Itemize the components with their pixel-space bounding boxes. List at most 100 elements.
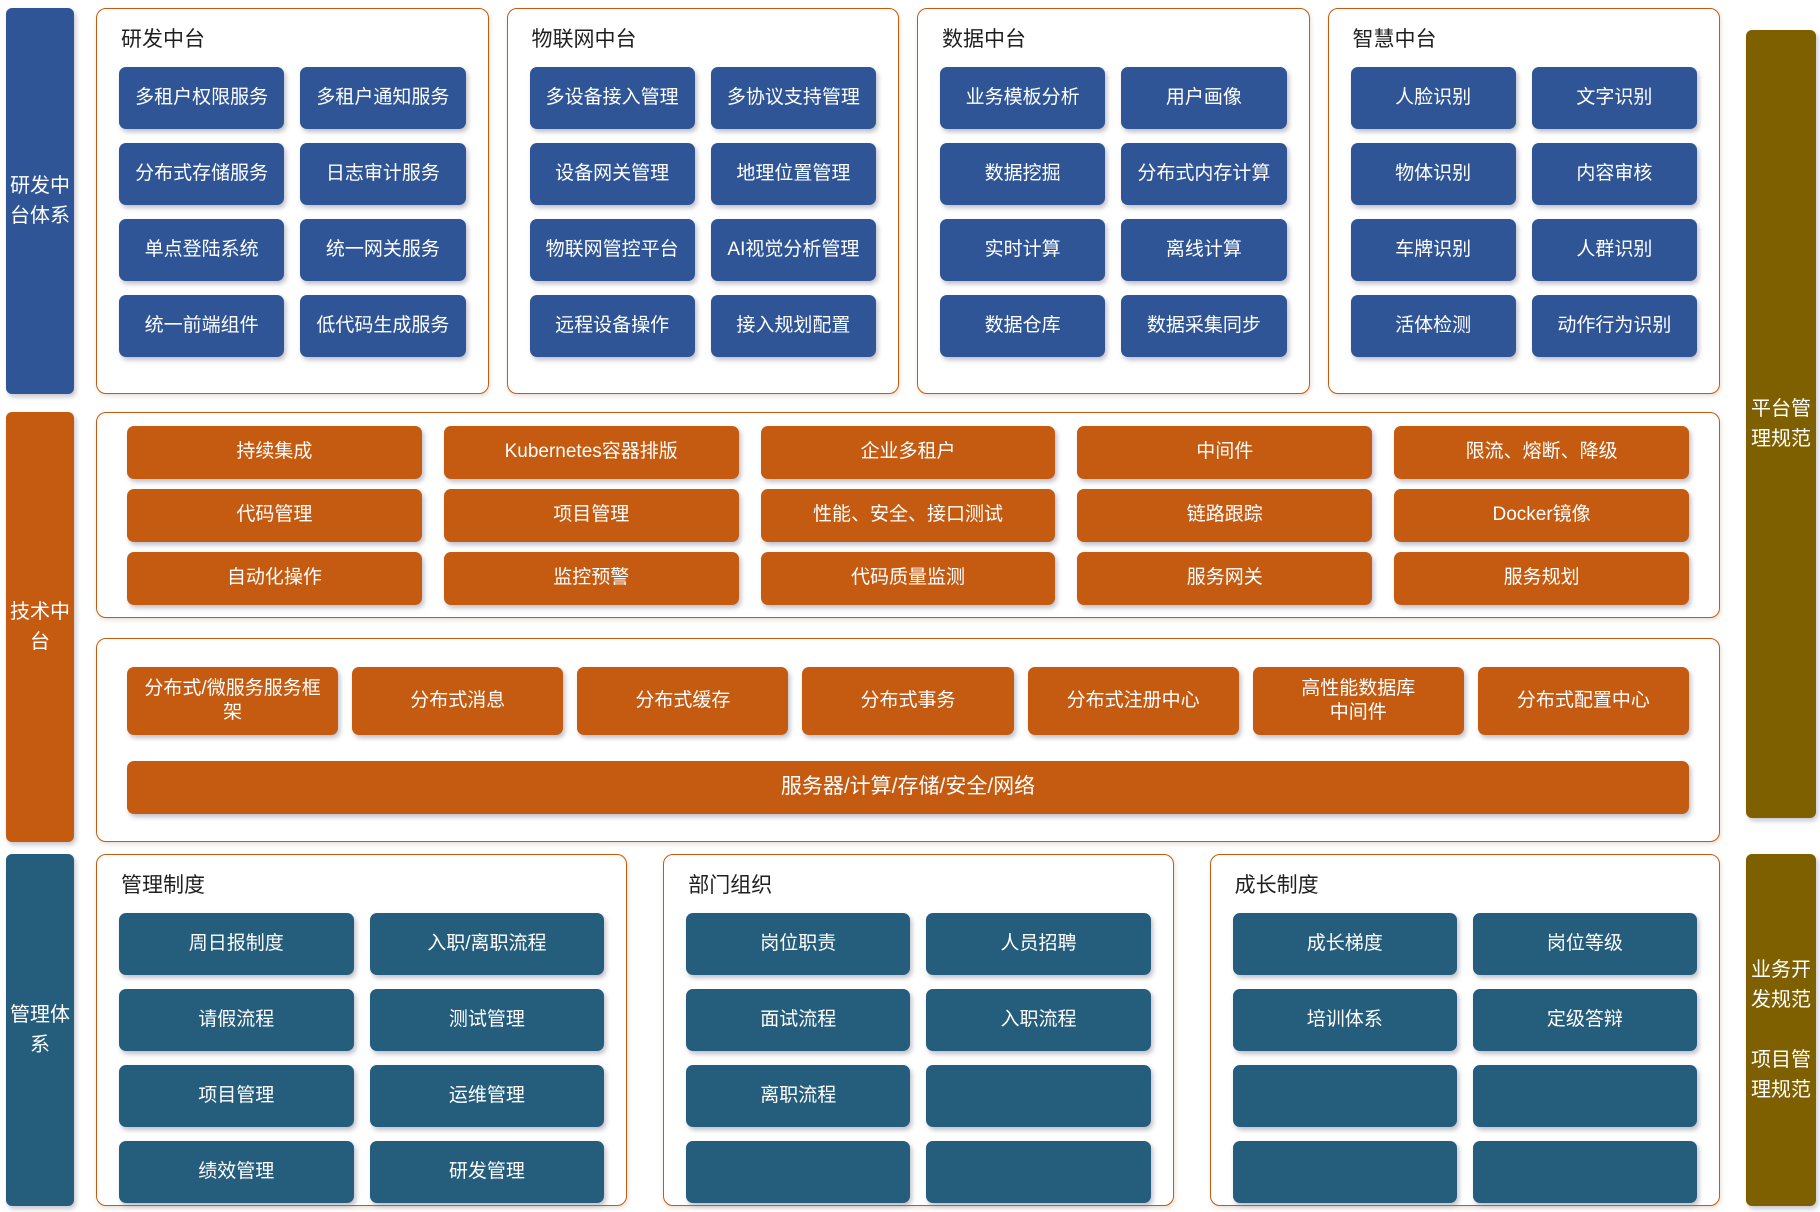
node: 持续集成	[127, 425, 422, 479]
rail-tech-platform: 技术中台	[6, 412, 74, 842]
node-empty	[1472, 1141, 1698, 1203]
rail-label: 管理体系	[10, 1004, 70, 1056]
node: 单点登陆系统	[119, 219, 285, 281]
node: 性能、安全、接口测试	[760, 488, 1056, 542]
node: 多租户权限服务	[119, 67, 285, 129]
node: 日志审计服务	[300, 143, 466, 205]
panel-title: 物联网中台	[531, 28, 637, 51]
node: 分布式事务	[802, 666, 1014, 735]
node-empty	[1232, 1065, 1457, 1127]
node: 远程设备操作	[529, 295, 695, 357]
node-server-bar: 服务器/计算/存储/安全/网络	[127, 760, 1689, 814]
node: 分布式注册中心	[1027, 666, 1239, 735]
node: 活体检测	[1350, 295, 1516, 357]
tech-platform-band-2: 分布式/微服务服务框架 分布式消息 分布式缓存 分布式事务 分布式注册中心 高性…	[96, 638, 1720, 842]
node: 成长梯度	[1232, 913, 1457, 975]
node: Kubernetes容器排版	[443, 425, 739, 479]
panel-infrastructure: 分布式/微服务服务框架 分布式消息 分布式缓存 分布式事务 分布式注册中心 高性…	[96, 638, 1720, 842]
node-empty	[1232, 1141, 1457, 1203]
node: 分布式内存计算	[1121, 143, 1287, 205]
node: 多设备接入管理	[529, 67, 695, 129]
button-grid: 多设备接入管理 多协议支持管理 设备网关管理 地理位置管理 物联网管控平台 AI…	[529, 67, 876, 357]
node: 数据采集同步	[1121, 295, 1287, 357]
node: 物联网管控平台	[529, 219, 695, 281]
node: 统一网关服务	[300, 219, 466, 281]
node: 实时计算	[940, 219, 1106, 281]
node-empty	[926, 1065, 1151, 1127]
rail-label: 技术中台	[10, 601, 70, 653]
node: 定级答辩	[1472, 989, 1698, 1051]
node: 绩效管理	[119, 1141, 354, 1203]
node: 离线计算	[1121, 219, 1287, 281]
panel-data-platform: 数据中台 业务模板分析 用户画像 数据挖掘 分布式内存计算 实时计算 离线计算 …	[917, 8, 1310, 394]
top-platform-band: 研发中台 多租户权限服务 多租户通知服务 分布式存储服务 日志审计服务 单点登陆…	[96, 8, 1720, 394]
node: 运维管理	[369, 1065, 605, 1127]
node: Docker镜像	[1394, 488, 1689, 542]
panel-title: 成长制度	[1234, 874, 1319, 897]
node: 人脸识别	[1350, 67, 1516, 129]
button-grid: 人脸识别 文字识别 物体识别 内容审核 车牌识别 人群识别 活体检测 动作行为识…	[1350, 67, 1697, 357]
panel-title: 管理制度	[121, 874, 205, 897]
node: 项目管理	[443, 488, 739, 542]
node-empty	[686, 1141, 911, 1203]
node: 链路跟踪	[1077, 488, 1373, 542]
node: 分布式缓存	[577, 666, 789, 735]
node: 培训体系	[1232, 989, 1457, 1051]
panel-title: 数据中台	[942, 28, 1026, 51]
node: 离职流程	[686, 1065, 911, 1127]
node: 分布式/微服务服务框架	[127, 666, 339, 735]
node: 岗位等级	[1472, 913, 1698, 975]
node-empty	[926, 1141, 1151, 1203]
node: 用户画像	[1121, 67, 1287, 129]
rail-label: 项目管理规范	[1751, 1049, 1811, 1101]
panel-title: 部门组织	[688, 874, 773, 897]
node: 业务模板分析	[940, 67, 1106, 129]
node: 物体识别	[1350, 143, 1516, 205]
node: 周日报制度	[119, 913, 354, 975]
tech-platform-band-1: 持续集成 Kubernetes容器排版 企业多租户 中间件 限流、熔断、降级 代…	[96, 412, 1720, 618]
node: 多协议支持管理	[710, 67, 876, 129]
node: 设备网关管理	[529, 143, 695, 205]
node: 研发管理	[369, 1141, 605, 1203]
node: 中间件	[1077, 425, 1373, 479]
rail-management-system: 管理体系	[6, 854, 74, 1206]
node: 内容审核	[1531, 143, 1697, 205]
node-empty	[1472, 1065, 1698, 1127]
panel-rnd-platform: 研发中台 多租户权限服务 多租户通知服务 分布式存储服务 日志审计服务 单点登陆…	[96, 8, 489, 394]
panel-devops: 持续集成 Kubernetes容器排版 企业多租户 中间件 限流、熔断、降级 代…	[96, 412, 1720, 618]
node: 服务规划	[1394, 551, 1689, 605]
tech-row: 自动化操作 监控预警 代码质量监测 服务网关 服务规划	[127, 551, 1689, 605]
node: 分布式配置中心	[1477, 666, 1689, 735]
node: 数据仓库	[940, 295, 1106, 357]
infra-row: 分布式/微服务服务框架 分布式消息 分布式缓存 分布式事务 分布式注册中心 高性…	[127, 666, 1689, 735]
button-grid: 成长梯度 岗位等级 培训体系 定级答辩	[1232, 913, 1698, 1203]
node: AI视觉分析管理	[710, 219, 876, 281]
node: 高性能数据库 中间件	[1252, 666, 1464, 735]
node: 入职流程	[926, 989, 1151, 1051]
node: 人员招聘	[926, 913, 1151, 975]
node: 岗位职责	[686, 913, 911, 975]
panel-growth-rules: 成长制度 成长梯度 岗位等级 培训体系 定级答辩	[1209, 854, 1721, 1206]
node: 请假流程	[119, 989, 354, 1051]
node: 多租户通知服务	[300, 67, 466, 129]
node: 限流、熔断、降级	[1394, 425, 1689, 479]
node: 入职/离职流程	[369, 913, 605, 975]
node: 面试流程	[686, 989, 911, 1051]
rail-label: 研发中台体系	[10, 175, 70, 227]
panel-title: 研发中台	[121, 28, 205, 51]
node: 车牌识别	[1350, 219, 1516, 281]
panel-department-org: 部门组织 岗位职责 人员招聘 面试流程 入职流程 离职流程	[663, 854, 1174, 1206]
node: 企业多租户	[760, 425, 1056, 479]
node: 监控预警	[443, 551, 739, 605]
node: 低代码生成服务	[300, 295, 466, 357]
node: 文字识别	[1531, 67, 1697, 129]
rail-business-dev-spec: 业务开发规范 项目管理规范	[1746, 854, 1816, 1206]
node: 测试管理	[369, 989, 605, 1051]
management-band: 管理制度 周日报制度 入职/离职流程 请假流程 测试管理 项目管理 运维管理 绩…	[96, 854, 1721, 1206]
rail-label: 业务开发规范	[1751, 959, 1811, 1011]
rail-dev-platform-system: 研发中台体系	[6, 8, 74, 394]
button-grid: 业务模板分析 用户画像 数据挖掘 分布式内存计算 实时计算 离线计算 数据仓库 …	[940, 67, 1287, 357]
node: 自动化操作	[127, 551, 422, 605]
node: 人群识别	[1531, 219, 1697, 281]
